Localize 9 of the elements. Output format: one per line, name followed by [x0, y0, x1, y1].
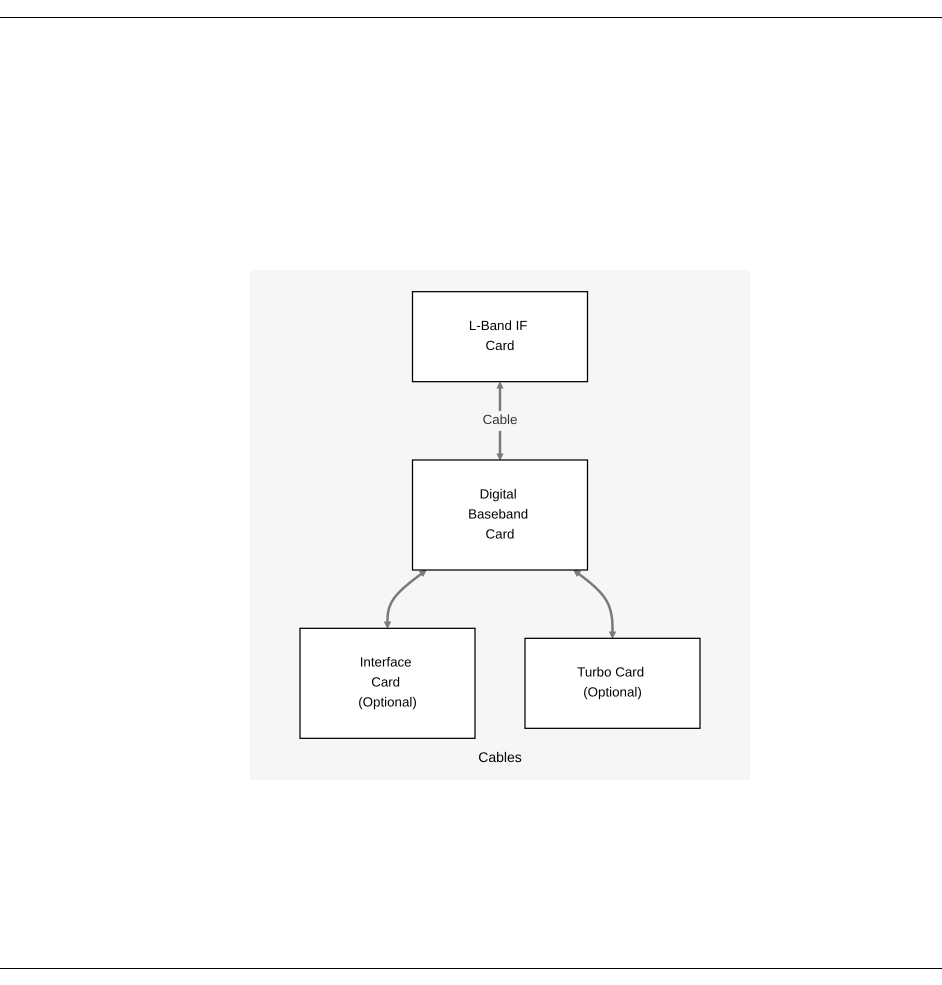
diagram-background: L-Band IF Card Cable Digital Baseband Card Interface Card (Optional) Turbo Card (Optional) Cables [250, 270, 750, 780]
arrow [573, 570, 616, 639]
node-box [299, 628, 476, 739]
edge-label: Cable [482, 413, 518, 428]
node-box [524, 638, 701, 729]
node-box [412, 459, 588, 571]
cable-label: Cables [478, 749, 522, 765]
arrow [384, 570, 427, 629]
node-box [412, 291, 588, 382]
